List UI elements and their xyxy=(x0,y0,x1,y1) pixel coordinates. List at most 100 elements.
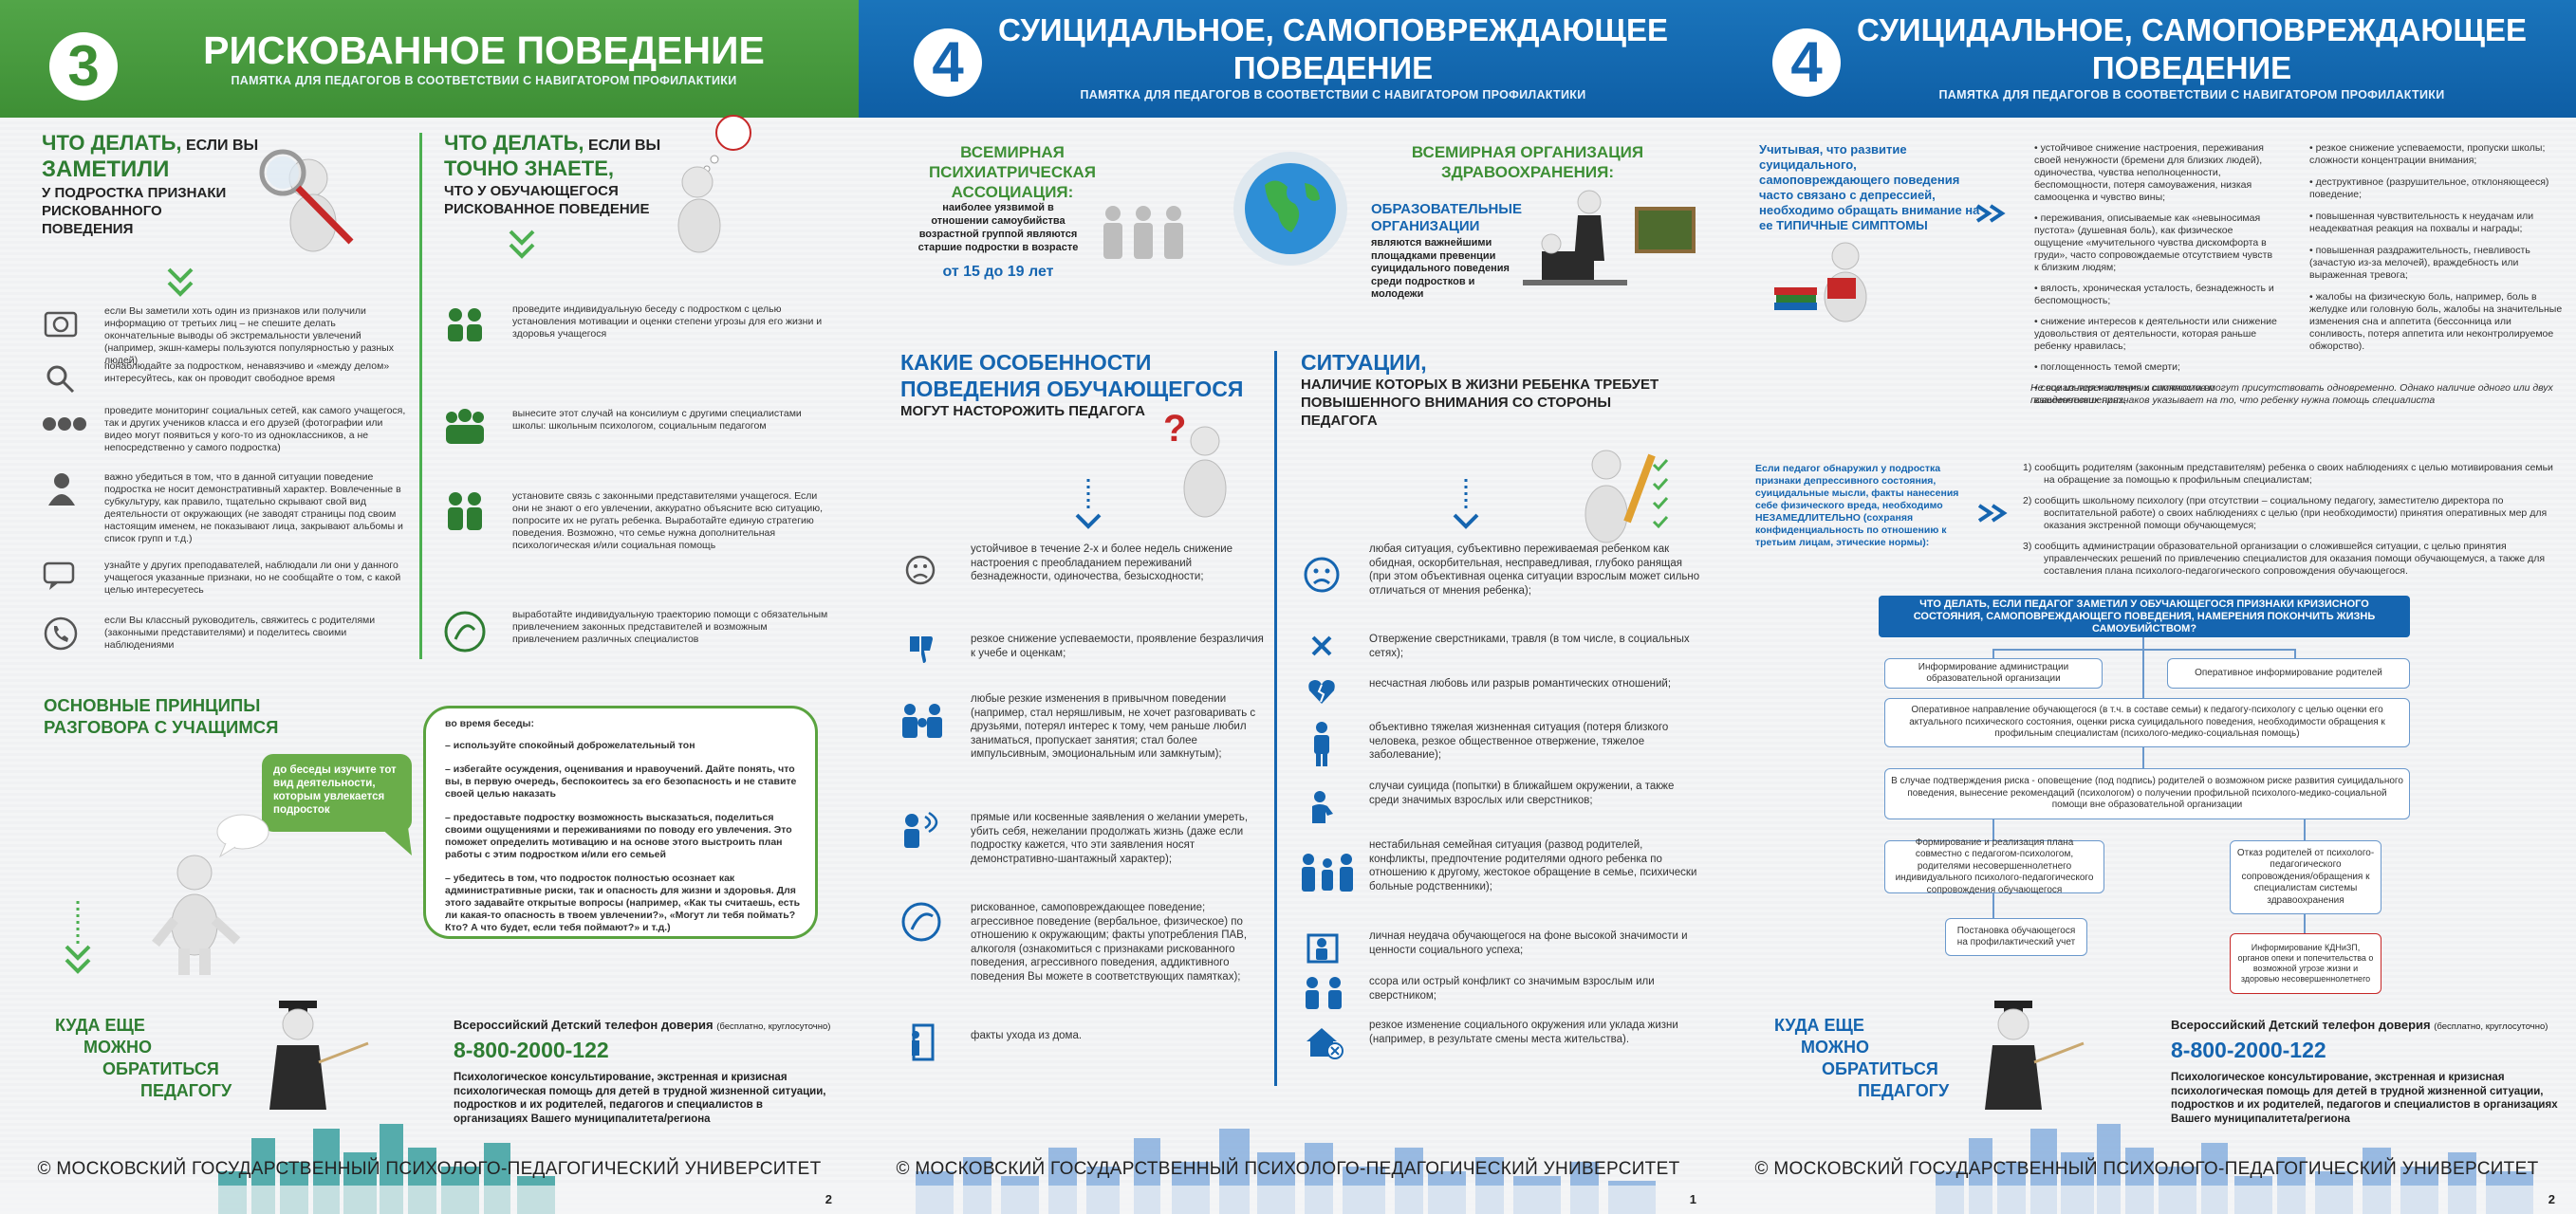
item-text: любые резкие изменения в привычном повед… xyxy=(971,693,1256,760)
speaking-person-illustration xyxy=(152,855,241,975)
upset-face-icon xyxy=(1304,557,1340,593)
wpa-age: от 15 до 19 лет xyxy=(942,264,1054,280)
family-icon xyxy=(1302,854,1353,892)
heading-part: РИСКОВАННОЕ ПОВЕДЕНИЕ xyxy=(444,201,650,217)
situations-heading: СИТУАЦИИ, НАЛИЧИЕ КОТОРЫХ В ЖИЗНИ РЕБЕНК… xyxy=(1301,349,1699,430)
arrow-down-icon xyxy=(1075,479,1102,529)
teacher-with-pointer-illustration xyxy=(1985,1001,2085,1110)
item-text: проведите мониторинг социальных сетей, к… xyxy=(104,405,406,453)
door-icon xyxy=(912,1023,935,1061)
item-text: вялость, хроническая усталость, безнадеж… xyxy=(2034,283,2274,306)
flow-admin-box: Информирование администрации образовател… xyxy=(1884,658,2103,689)
section-number: 4 xyxy=(914,28,982,97)
flow-connector xyxy=(1992,893,1994,918)
panel-suicidal-behavior-1: 4 СУИЦИДАЛЬНОЕ, САМОПОВРЕЖДАЮЩЕЕ ПОВЕДЕН… xyxy=(859,0,1717,1214)
item-text: любая ситуация, субъективно переживаемая… xyxy=(1369,543,1700,597)
item-text: проведите индивидуальную беседу с подрос… xyxy=(512,304,823,340)
copyright-footer: © МОСКОВСКИЙ ГОСУДАРСТВЕННЫЙ ПСИХОЛОГО-П… xyxy=(896,1159,1680,1179)
social-icons xyxy=(43,417,86,431)
step-item: 2) сообщить школьному психологу (при отс… xyxy=(2023,495,2548,531)
panel-subtitle: ПАМЯТКА ДЛЯ ПЕДАГОГОВ В СООТВЕТСТВИИ С Н… xyxy=(1938,88,2445,101)
where-title: КУДА ЕЩЕ МОЖНО ОБРАТИТЬСЯ ПЕДАГОГУ xyxy=(1774,1015,1950,1102)
arrow-right-icon xyxy=(1977,504,2008,523)
standing-person-icon xyxy=(1314,722,1329,766)
section-number: 4 xyxy=(1772,28,1841,97)
panel-suicidal-behavior-2: 4 СУИЦИДАЛЬНОЕ, САМОПОВРЕЖДАЮЩЕЕ ПОВЕДЕН… xyxy=(1717,0,2576,1214)
hotline-note: (бесплатно, круглосуточно) xyxy=(2434,1021,2548,1032)
principle-item: – избегайте осуждения, оценивания и нрав… xyxy=(445,763,797,800)
page-number: 2 xyxy=(825,1192,832,1206)
who-text: являются важнейшими площадками превенции… xyxy=(1371,237,1510,300)
situations-line: СИТУАЦИИ, xyxy=(1301,350,1427,375)
pencil-checklist-illustration xyxy=(1585,450,1669,543)
where-line: ПЕДАГОГУ xyxy=(1858,1081,1950,1100)
camera-icon xyxy=(44,311,78,338)
broken-heart-icon xyxy=(1308,680,1335,704)
flow-connector xyxy=(2294,649,2296,658)
hotline-description: Психологическое консультирование, экстре… xyxy=(2171,1072,2558,1125)
search-icon xyxy=(46,365,75,394)
item-text: снижение интересов к деятельности или сн… xyxy=(2034,316,2277,352)
phone-icon xyxy=(44,616,78,651)
item-text: нестабильная семейная ситуация (развод р… xyxy=(1369,839,1697,892)
green-callout: до беседы изучите тот вид деятельности, … xyxy=(262,754,412,832)
panel-risky-behavior: 3 РИСКОВАННОЕ ПОВЕДЕНИЕ ПАМЯТКА ДЛЯ ПЕДА… xyxy=(0,0,859,1214)
where-line: ПЕДАГОГУ xyxy=(140,1081,232,1100)
flow-connector xyxy=(1992,649,1994,658)
failure-icon xyxy=(1307,933,1339,964)
item-text: резкое снижение успеваемости, проявление… xyxy=(971,634,1264,659)
wpa-text: наиболее уязвимой в отношении самоубийст… xyxy=(917,202,1079,253)
item-text: факты ухода из дома. xyxy=(971,1030,1083,1041)
item-text: устойчивое снижение настроения, пережива… xyxy=(2034,142,2264,203)
features-heading: КАКИЕ ОСОБЕННОСТИ ПОВЕДЕНИЯ ОБУЧАЮЩЕГОСЯ… xyxy=(900,349,1261,420)
callout-tail xyxy=(380,827,412,855)
question-person-illustration: ? xyxy=(1163,408,1227,518)
hotline-description: Психологическое консультирование, экстре… xyxy=(454,1072,826,1125)
globe-illustration xyxy=(1233,152,1347,266)
heading-part: ЕСЛИ ВЫ xyxy=(587,138,661,154)
city-skyline-decoration xyxy=(0,1124,859,1214)
where-line: МОЖНО xyxy=(1801,1038,1870,1057)
situations-line: ПЕДАГОГА xyxy=(1301,413,1378,429)
item-text: устойчивое в течение 2-х и более недель … xyxy=(971,543,1233,582)
who-title-line: ЗДРАВООХРАНЕНИЯ: xyxy=(1441,163,1614,181)
who-orgs-line: ОБРАЗОВАТЕЛЬНЫЕ xyxy=(1371,201,1523,217)
heading-part: РИСКОВАННОГО xyxy=(42,203,162,219)
arrow-down-icon xyxy=(509,230,535,259)
teacher-with-pointer-illustration xyxy=(269,1001,369,1110)
item-text: важно убедиться в том, что в данной ситу… xyxy=(104,471,403,544)
heading-part: ПОВЕДЕНИЯ xyxy=(42,221,134,237)
list-item: • вялость, хроническая усталость, безнад… xyxy=(2034,283,2274,306)
item-text: установите связь с законными представите… xyxy=(512,490,824,551)
person-icon xyxy=(48,473,75,506)
item-text: рискованное, самоповреждающее поведение;… xyxy=(971,902,1248,983)
hotline-phone: 8-800-2000-122 xyxy=(2171,1038,2326,1062)
flow-risk-box: В случае подтверждения риска - оповещени… xyxy=(1884,768,2410,819)
principle-item: – убедитесь в том, что подросток полност… xyxy=(445,873,801,933)
principles-title-line: РАЗГОВОРА С УЧАЩИМСЯ xyxy=(44,717,279,737)
panel-title: РИСКОВАННОЕ ПОВЕДЕНИЕ xyxy=(203,28,765,72)
section-number: 3 xyxy=(49,32,118,101)
hotline-block: Всероссийский Детский телефон доверия (б… xyxy=(2171,1018,2560,1126)
panel-header: 4 СУИЦИДАЛЬНОЕ, САМОПОВРЕЖДАЮЩЕЕ ПОВЕДЕН… xyxy=(1717,0,2576,118)
house-icon xyxy=(1307,1028,1344,1059)
copyright-footer: © МОСКОВСКИЙ ГОСУДАРСТВЕННЫЙ ПСИХОЛОГО-П… xyxy=(1754,1159,2539,1179)
divider xyxy=(419,133,422,659)
where-title: КУДА ЕЩЕ МОЖНО ОБРАТИТЬСЯ ПЕДАГОГУ xyxy=(55,1015,232,1102)
sad-face-icon xyxy=(905,555,936,585)
thumbs-down-icon xyxy=(910,636,933,663)
flow-connector xyxy=(1992,819,1994,840)
hotline-block: Всероссийский Детский телефон доверия (б… xyxy=(454,1018,833,1126)
item-text: деструктивное (разрушительное, отклоняющ… xyxy=(2309,176,2549,200)
panel-subtitle: ПАМЯТКА ДЛЯ ПЕДАГОГОВ В СООТВЕТСТВИИ С Н… xyxy=(231,74,737,87)
panel-title: СУИЦИДАЛЬНОЕ, САМОПОВРЕЖДАЮЩЕЕ ПОВЕДЕНИЕ xyxy=(1841,11,2543,87)
list-item: • повышенная раздражительность, гневливо… xyxy=(2309,245,2530,281)
flow-plan-box: Формирование и реализация плана совместн… xyxy=(1884,837,2104,895)
item-text: прямые или косвенные заявления о желании… xyxy=(971,812,1249,865)
item-text: случаи суицида (попытки) в ближайшем окр… xyxy=(1369,781,1675,806)
title-line: СУИЦИДАЛЬНОЕ, САМОПОВРЕЖДАЮЩЕЕ xyxy=(997,12,1669,47)
arrow-down-icon xyxy=(167,267,194,297)
where-line: ОБРАТИТЬСЯ xyxy=(102,1059,219,1078)
hotline-name: Всероссийский Детский телефон доверия xyxy=(454,1018,713,1032)
item-text: узнайте у других преподавателей, наблюда… xyxy=(104,560,401,596)
